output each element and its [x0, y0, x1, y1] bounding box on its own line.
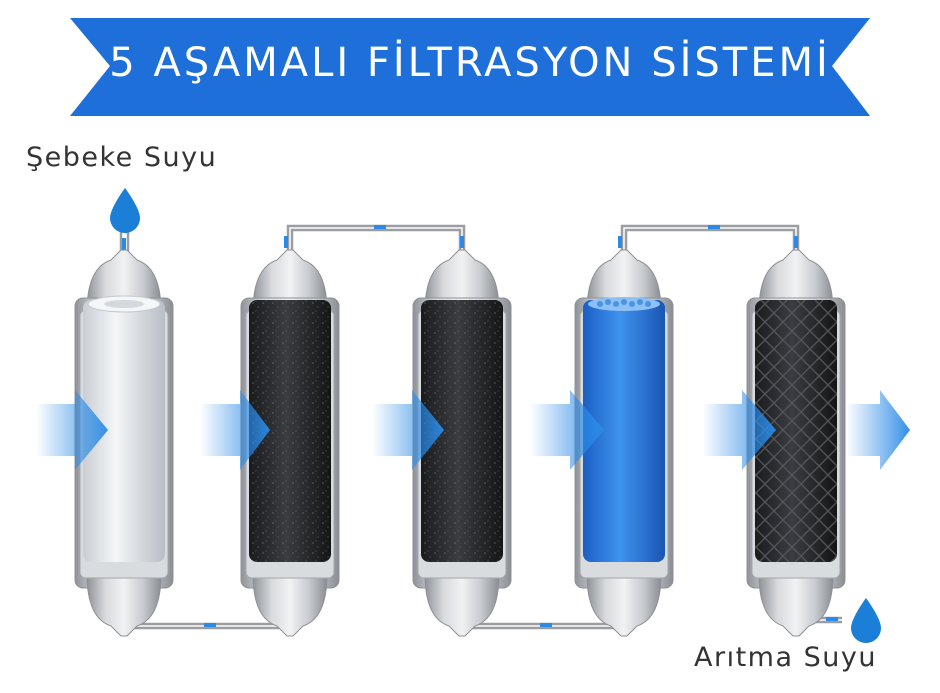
- stage-4-filter: [574, 249, 674, 637]
- water-drop-icon: [110, 188, 140, 233]
- stage-2-filter: [240, 249, 340, 637]
- flow-arrow-2: [200, 390, 270, 470]
- membrane-cartridge: [583, 300, 665, 562]
- input-water-label: Şebeke Suyu: [26, 142, 218, 173]
- stage-3-filter: [412, 249, 512, 637]
- stage-1-filter: [74, 249, 174, 637]
- flow-arrow-3: [372, 390, 444, 470]
- flow-arrow-5: [702, 390, 776, 470]
- water-drop-icon: [851, 598, 881, 643]
- title-banner: [70, 18, 870, 116]
- output-water-label: Arıtma Suyu: [694, 642, 877, 673]
- page-title: 5 AŞAMALI FİLTRASYON SİSTEMİ: [109, 40, 831, 86]
- flow-arrow-out: [846, 390, 910, 470]
- flow-arrows: [36, 390, 910, 470]
- flow-arrow-4: [530, 390, 604, 470]
- stage-5-filter: [746, 249, 846, 637]
- banner-ribbon: [70, 18, 870, 116]
- flow-arrow-1: [36, 390, 108, 470]
- sediment-cartridge: [83, 300, 165, 562]
